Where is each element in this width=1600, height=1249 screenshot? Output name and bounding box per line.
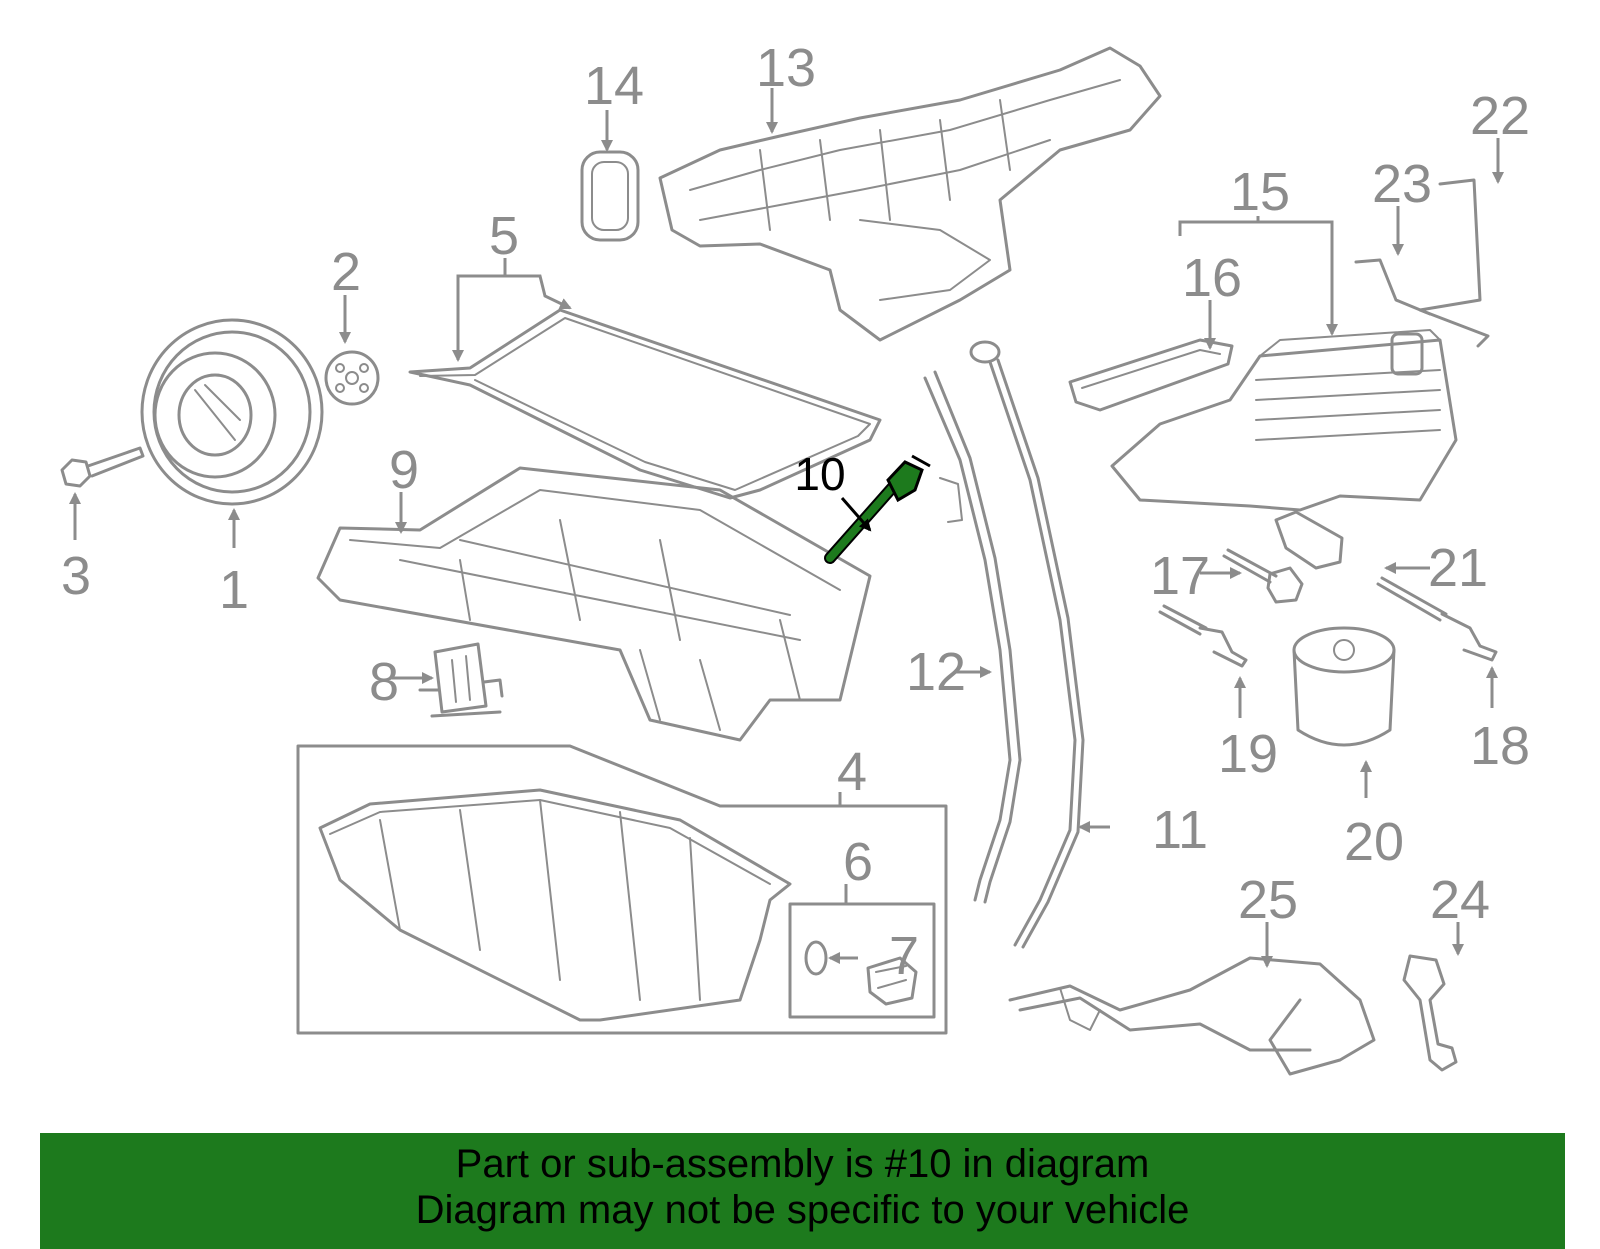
callout-22: 22: [1470, 86, 1530, 146]
banner-line-1: Part or sub-assembly is #10 in diagram: [455, 1142, 1150, 1186]
callout-4: 4: [837, 742, 867, 802]
intake-manifold-part: [658, 46, 1162, 342]
callout-6: 6: [843, 832, 873, 892]
callout-10: 10: [794, 448, 845, 500]
crankshaft-pulley-part: [140, 318, 324, 506]
bracket-part: [418, 642, 504, 718]
callout-16: 16: [1182, 248, 1242, 308]
sensor-24-part: [1402, 954, 1458, 1072]
callout-24: 24: [1430, 870, 1490, 930]
oil-pan-gasket-part: [408, 308, 882, 500]
banner-line-2: Diagram may not be specific to your vehi…: [415, 1188, 1190, 1232]
callout-8: 8: [369, 652, 399, 712]
callout-15: 15: [1230, 162, 1290, 222]
stud-19-part: [1158, 604, 1248, 668]
dipstick-part: [969, 340, 1085, 949]
callout-17: 17: [1150, 546, 1210, 606]
oil-pan-assembly-box: [296, 744, 948, 1035]
dipstick-tube-part: [923, 370, 1022, 904]
oil-cooler-part: [1110, 329, 1458, 512]
callout-9: 9: [389, 440, 419, 500]
callout-20: 20: [1344, 812, 1404, 872]
callout-23: 23: [1372, 154, 1432, 214]
coolant-tube-part: [1418, 178, 1490, 348]
callout-21: 21: [1428, 538, 1488, 598]
callout-25: 25: [1238, 870, 1298, 930]
callout-18: 18: [1470, 716, 1530, 776]
manifold-seal-part: [580, 150, 640, 242]
drain-plug-box: [788, 902, 936, 1019]
oil-filter-part: [1292, 626, 1396, 747]
bolt-17-part: [1222, 548, 1304, 604]
callout-12: 12: [906, 642, 966, 702]
stud-18-part: [1376, 576, 1498, 662]
callout-19: 19: [1218, 724, 1278, 784]
pressure-switch-part: [1274, 510, 1344, 570]
callout-labels: 1 2 3 4 5 6 7 8 9 10 11 12 13 14 15 16 1…: [61, 38, 1530, 986]
callout-2: 2: [331, 242, 361, 302]
callout-7: 7: [889, 926, 919, 986]
callout-3: 3: [61, 546, 91, 606]
washer-part: [324, 350, 380, 406]
callout-1: 1: [219, 560, 249, 620]
callout-11: 11: [1152, 800, 1208, 860]
callout-5: 5: [489, 206, 519, 266]
coolant-hose-part: [1354, 258, 1432, 316]
wiring-harness-part: [1008, 956, 1376, 1076]
pulley-bolt-part: [60, 446, 145, 488]
bedplate-part: [316, 466, 872, 742]
leader-lines: [69, 88, 1504, 968]
callout-14: 14: [584, 56, 644, 116]
oil-cooler-seal-part: [1068, 338, 1234, 412]
callout-13: 13: [756, 38, 816, 98]
info-banner: Part or sub-assembly is #10 in diagram D…: [40, 1133, 1565, 1249]
